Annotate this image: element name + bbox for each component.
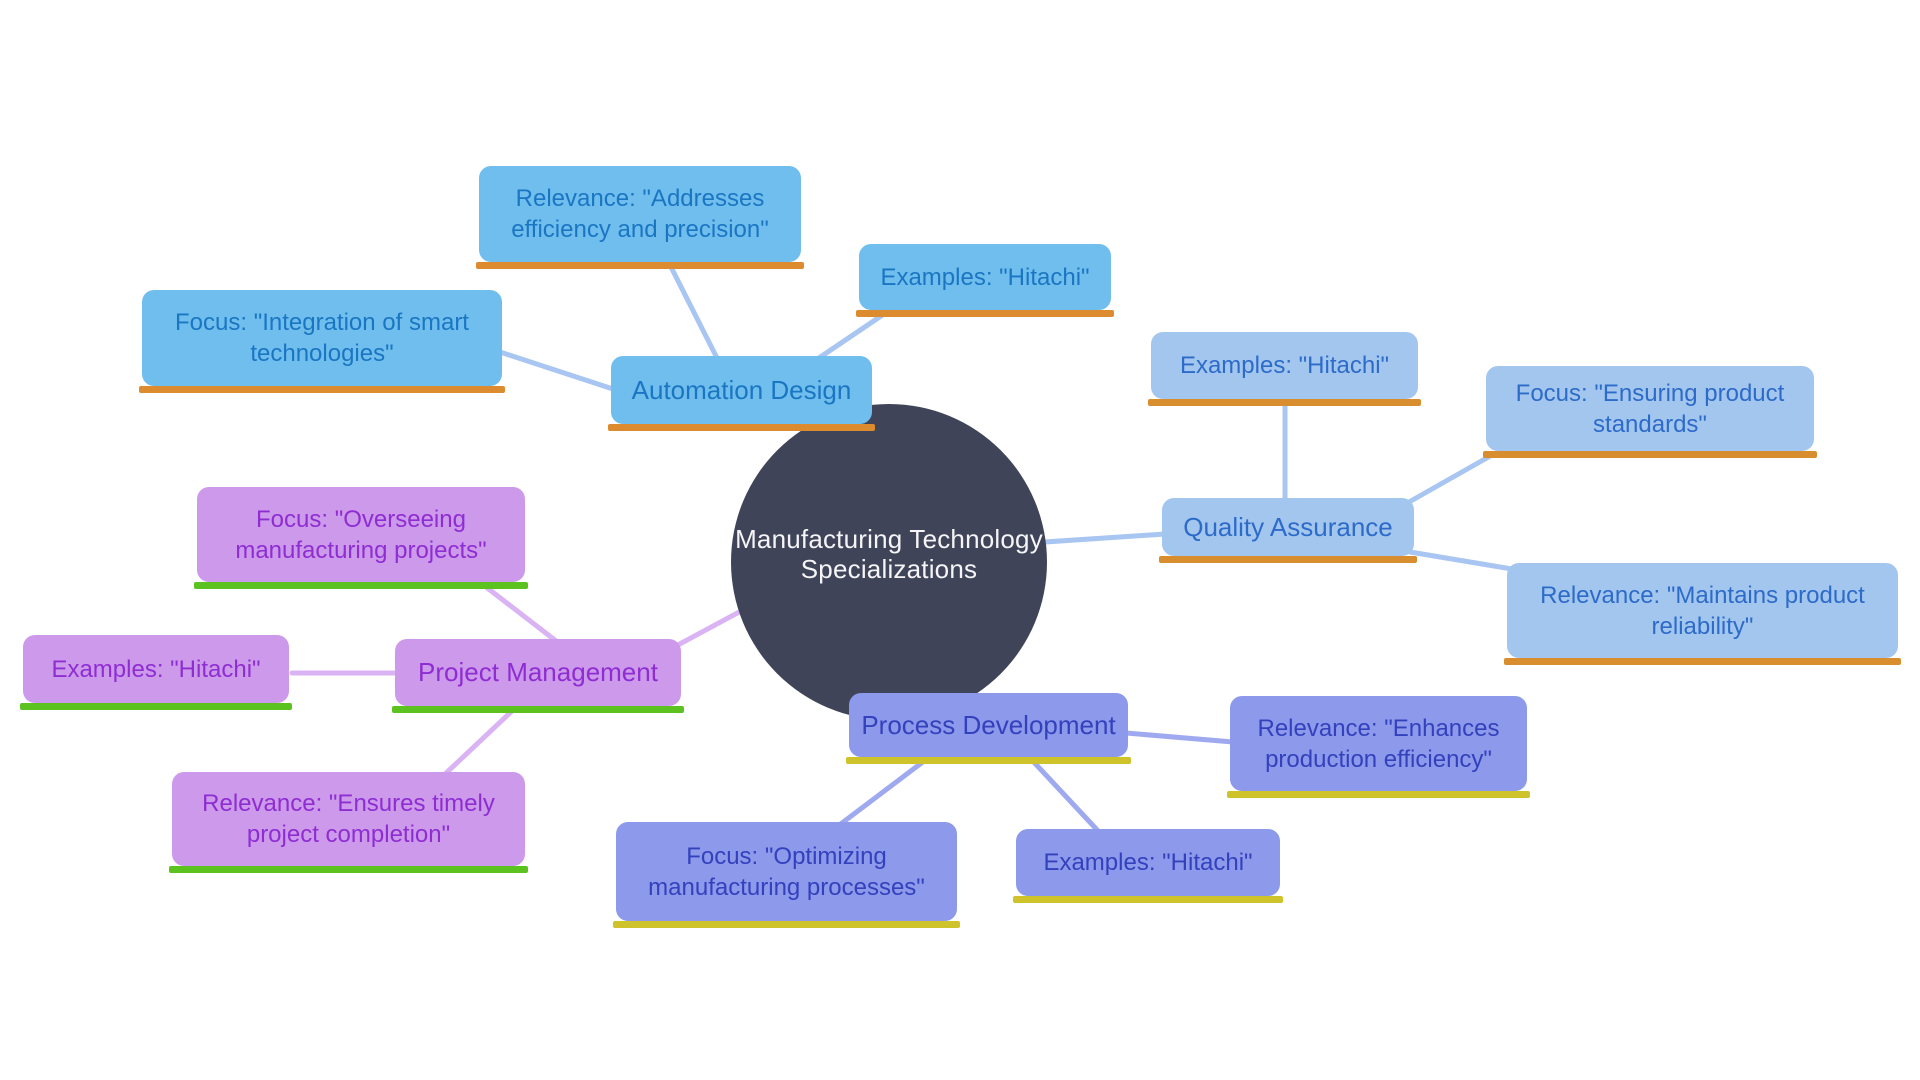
- box-automation-focus: Focus: "Integration of smart technologie…: [139, 290, 505, 393]
- edge-quality-relevance: [1407, 549, 1515, 572]
- accent-bar: [194, 582, 528, 589]
- central-topic-line2: Specializations: [800, 554, 978, 584]
- accent-bar: [1159, 556, 1417, 563]
- branch-automation-design: Automation Design: [608, 356, 875, 431]
- box-process-examples-label: Examples: "Hitachi": [1043, 849, 1253, 876]
- box-quality-relevance: Relevance: "Maintains product reliabilit…: [1504, 563, 1901, 665]
- edge-quality-focus: [1399, 452, 1495, 509]
- branch-project-management: Project Management: [392, 639, 684, 713]
- accent-bar: [476, 262, 804, 269]
- box-automation-focus-label: Focus: "Integration of smart technologie…: [175, 309, 469, 367]
- accent-bar: [1227, 791, 1530, 798]
- edge-automation-examples: [810, 311, 887, 365]
- branch-process-development-label: Process Development: [861, 709, 1116, 740]
- accent-bar: [608, 424, 875, 431]
- branch-quality-assurance-label: Quality Assurance: [1183, 511, 1393, 542]
- accent-bar: [1013, 896, 1283, 903]
- branch-quality-assurance: Quality Assurance: [1159, 498, 1417, 563]
- box-quality-examples: Examples: "Hitachi": [1148, 332, 1421, 406]
- box-quality-focus-label: Focus: "Ensuring product standards": [1515, 379, 1785, 438]
- box-project-focus-label: Focus: "Overseeing manufacturing project…: [235, 505, 487, 564]
- edge-process-relevance: [1123, 730, 1236, 745]
- branch-automation-design-label: Automation Design: [631, 374, 852, 405]
- accent-bar: [1148, 399, 1421, 406]
- box-process-focus-label: Focus: "Optimizing manufacturing process…: [648, 842, 925, 901]
- box-project-examples-label: Examples: "Hitachi": [51, 655, 261, 683]
- box-automation-examples-label: Examples: "Hitachi": [880, 263, 1090, 291]
- box-automation-relevance-label: Relevance: "Addresses efficiency and pre…: [511, 185, 769, 243]
- accent-bar: [139, 386, 505, 393]
- box-automation-relevance: Relevance: "Addresses efficiency and pre…: [476, 166, 804, 269]
- box-automation-examples: Examples: "Hitachi": [856, 244, 1114, 317]
- box-process-focus: Focus: "Optimizing manufacturing process…: [613, 822, 960, 928]
- box-project-relevance: Relevance: "Ensures timely project compl…: [169, 772, 528, 873]
- edge-process-focus: [835, 755, 931, 829]
- central-topic-line1: Manufacturing Technology: [735, 524, 1043, 554]
- box-project-relevance-label: Relevance: "Ensures timely project compl…: [202, 790, 495, 848]
- accent-bar: [846, 757, 1131, 764]
- branch-process-development: Process Development: [846, 693, 1131, 764]
- box-process-examples: Examples: "Hitachi": [1013, 829, 1283, 903]
- accent-bar: [1483, 451, 1817, 458]
- edge-automation-focus: [497, 349, 619, 393]
- edge-process-examples: [1027, 755, 1103, 836]
- central-topic-title: Manufacturing Technology Specializations: [735, 524, 1043, 584]
- accent-bar: [20, 703, 292, 710]
- box-process-relevance: Relevance: "Enhances production efficien…: [1227, 696, 1530, 798]
- central-topic-circle: Manufacturing Technology Specializations: [731, 404, 1047, 720]
- accent-bar: [169, 866, 528, 873]
- accent-bar: [613, 921, 960, 928]
- accent-bar: [1504, 658, 1901, 665]
- accent-bar: [392, 706, 684, 713]
- edge-automation-relevance: [668, 264, 720, 361]
- edge-project-focus: [474, 577, 563, 647]
- accent-bar: [856, 310, 1114, 317]
- box-project-focus: Focus: "Overseeing manufacturing project…: [194, 487, 528, 589]
- box-quality-relevance-label: Relevance: "Maintains product reliabilit…: [1540, 581, 1865, 640]
- branch-project-management-label: Project Management: [418, 657, 658, 687]
- box-process-relevance-label: Relevance: "Enhances production efficien…: [1257, 714, 1500, 773]
- box-quality-examples-label: Examples: "Hitachi": [1179, 352, 1390, 379]
- box-project-examples: Examples: "Hitachi": [20, 635, 292, 710]
- edge-project-relevance: [440, 707, 516, 779]
- box-quality-focus: Focus: "Ensuring product standards": [1483, 366, 1817, 458]
